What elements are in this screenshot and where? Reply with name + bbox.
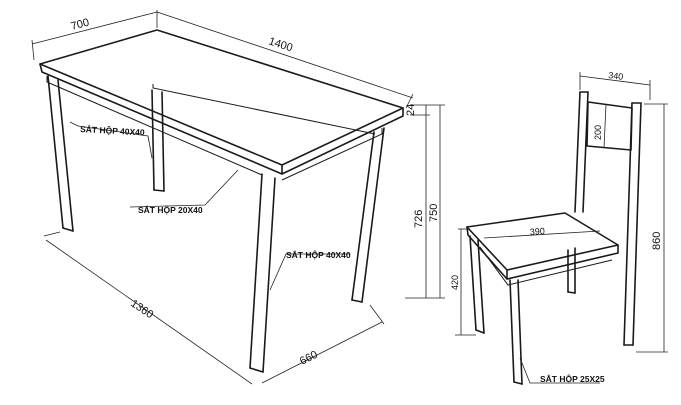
- table-apron: [46, 76, 263, 176]
- dim-726-label: 726: [413, 210, 425, 228]
- label-rail-profile: SẮT HỘP 20X40: [129, 169, 239, 215]
- chair-seat: [466, 212, 619, 271]
- dim-420-label: 420: [450, 275, 460, 290]
- dim-200: 200: [593, 103, 607, 149]
- dim-1360: 1360: [43, 231, 253, 385]
- chair-back-post-left: [574, 91, 589, 213]
- dim-860-label: 860: [651, 232, 663, 250]
- dim-390-label: 390: [529, 226, 545, 237]
- leg-profile-2-text: SẮT HỘP 40X40: [286, 249, 351, 260]
- tabletop: [39, 29, 404, 166]
- chair-back-post-right: [623, 102, 642, 346]
- dim-table-height: 24 726 750: [405, 104, 445, 299]
- dim-24-label: 24: [405, 104, 417, 116]
- table-leg-front-left: [47, 75, 74, 232]
- table-leg-back-left: [151, 89, 165, 192]
- chair-leg-front-right: [509, 279, 523, 385]
- dim-660-label: 660: [298, 349, 320, 368]
- chair-back-panel: [586, 101, 633, 151]
- dim-1360-label: 1360: [128, 298, 155, 322]
- dim-700-label: 700: [70, 17, 91, 33]
- dim-1400: 1400: [156, 11, 414, 109]
- dim-420: 420: [450, 228, 476, 336]
- dim-340: 340: [579, 70, 651, 100]
- dim-200-label: 200: [593, 125, 603, 140]
- dim-660: 660: [261, 304, 385, 384]
- dim-860: 860: [636, 103, 668, 353]
- leg-profile-text: SẮT HỘP 40X40: [80, 123, 145, 137]
- label-leg-profile-2: SẮT HỘP 40X40: [269, 249, 351, 291]
- chair-leg-front-left: [469, 235, 485, 334]
- frame-profile-text: SẮT HỘP 25X25: [540, 373, 605, 384]
- chair-leg-back-left: [567, 247, 576, 294]
- table-leg-front-right: [249, 173, 276, 373]
- dim-1400-label: 1400: [267, 35, 294, 54]
- dim-340-label: 340: [608, 70, 624, 82]
- table-drawing: 700 1400 1360 660 24 726 7: [31, 10, 445, 385]
- label-leg-profile: SẮT HỘP 40X40: [69, 121, 153, 159]
- chair-drawing: 340 200 390 420 860 SẮT HỘP 25X25: [450, 70, 668, 385]
- dim-700: 700: [31, 10, 158, 61]
- rail-profile-text: SẮT HỘP 20X40: [138, 204, 203, 215]
- label-frame-profile: SẮT HỘP 25X25: [519, 357, 605, 384]
- dim-750-label: 750: [428, 204, 440, 222]
- table-leg-back-right: [351, 127, 385, 303]
- dim-390: 390: [483, 226, 601, 239]
